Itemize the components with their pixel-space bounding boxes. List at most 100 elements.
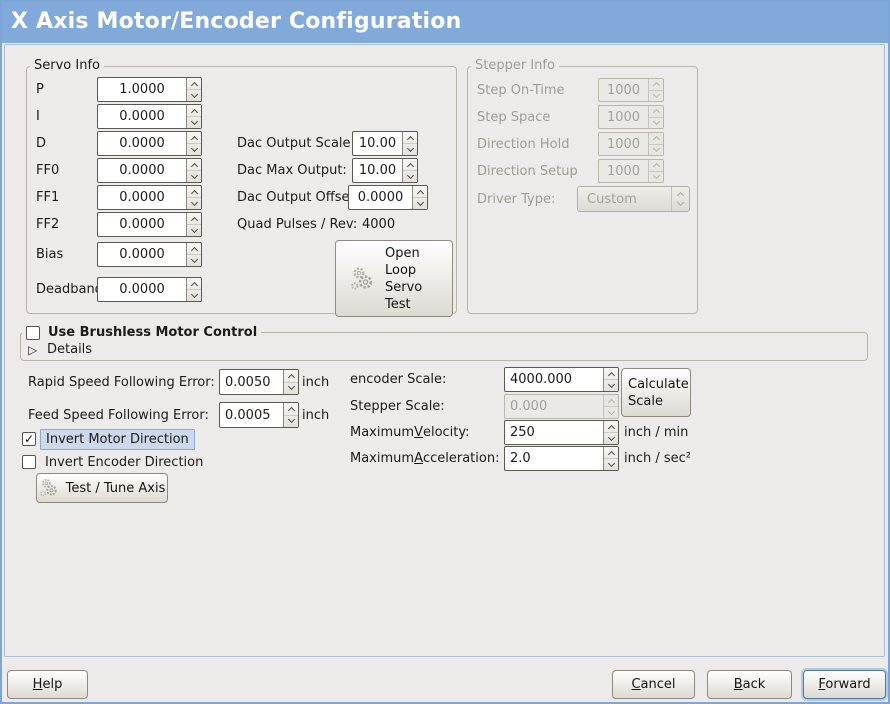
p-input[interactable] xyxy=(98,78,186,101)
deadband-label: Deadband xyxy=(36,282,103,297)
i-spin-down[interactable] xyxy=(187,117,201,128)
dac-output-scale-spin-down[interactable] xyxy=(403,144,417,155)
use-brushless-label: Use Brushless Motor Control xyxy=(48,325,258,340)
maximum-acceleration-spinbox xyxy=(504,446,619,471)
deadband-spin-up[interactable] xyxy=(187,278,201,290)
dac-output-scale-input[interactable] xyxy=(353,132,402,155)
maximum-acceleration-input[interactable] xyxy=(505,447,603,470)
invert-encoder-label[interactable]: Invert Encoder Direction xyxy=(45,455,204,470)
invert-motor-label[interactable]: Invert Motor Direction xyxy=(40,429,195,450)
step-on-time-spin-down xyxy=(649,90,663,102)
bias-spin-down[interactable] xyxy=(187,255,201,266)
step-on-time-input xyxy=(599,79,648,101)
bias-spin-up[interactable] xyxy=(187,243,201,255)
ff0-spin-down[interactable] xyxy=(187,171,201,182)
servo-info-frame xyxy=(26,66,457,314)
dac-output-scale-spinbox xyxy=(352,131,418,156)
rapid-fe-spin-down[interactable] xyxy=(284,383,298,395)
maximum-velocity-spin-up[interactable] xyxy=(604,421,618,433)
quad-pulses-label: Quad Pulses / Rev: xyxy=(237,217,358,232)
d-spin-up[interactable] xyxy=(187,132,201,144)
open-loop-servo-test-button[interactable]: Open Loop Servo Test xyxy=(335,240,453,317)
ff2-input[interactable] xyxy=(98,213,186,236)
invert-encoder-checkbox[interactable] xyxy=(22,455,36,469)
ff1-spin-up[interactable] xyxy=(187,186,201,198)
details-expander-icon[interactable]: ▷ xyxy=(28,343,38,357)
dac-output-offset-spin-up[interactable] xyxy=(413,186,427,198)
maximum-velocity-spin-down[interactable] xyxy=(604,433,618,444)
ff0-spin-up[interactable] xyxy=(187,159,201,171)
encoder-scale-spin-up[interactable] xyxy=(604,368,618,380)
direction-hold-spinbox xyxy=(598,132,664,156)
open-loop-servo-test-label: Open Loop Servo Test xyxy=(385,245,423,312)
maximum-acceleration-spin-up[interactable] xyxy=(604,447,618,459)
maximum-velocity-unit: inch / min xyxy=(624,425,689,440)
dac-output-scale-spin-up[interactable] xyxy=(403,132,417,144)
details-expander-label[interactable]: Details xyxy=(47,342,93,357)
dac-max-output-label: Dac Max Output: xyxy=(237,163,347,178)
ff0-input[interactable] xyxy=(98,159,186,182)
cancel-button[interactable]: Cancel xyxy=(612,670,695,699)
step-space-spin-up xyxy=(649,106,663,118)
feed-following-error-input[interactable] xyxy=(220,403,283,427)
dac-max-output-spinbox xyxy=(352,158,418,183)
deadband-input[interactable] xyxy=(98,278,186,301)
ff1-input[interactable] xyxy=(98,186,186,209)
direction-hold-input xyxy=(599,133,648,155)
dac-max-output-spin-up[interactable] xyxy=(403,159,417,171)
dac-output-offset-input[interactable] xyxy=(349,186,412,209)
stepper-scale-spinbox xyxy=(504,394,619,419)
driver-type-combobox: Custom xyxy=(577,186,690,212)
i-input[interactable] xyxy=(98,105,186,128)
step-on-time-label: Step On-Time xyxy=(477,82,565,98)
feed-fe-spin-up[interactable] xyxy=(284,403,298,416)
maximum-velocity-spinbox xyxy=(504,420,619,445)
step-space-spin-down xyxy=(649,117,663,129)
step-space-input xyxy=(599,106,648,128)
dac-max-output-input[interactable] xyxy=(353,159,402,182)
ff1-spin-down[interactable] xyxy=(187,198,201,209)
forward-button[interactable]: Forward xyxy=(803,670,886,699)
dac-output-offset-spin-down[interactable] xyxy=(413,198,427,209)
help-button[interactable]: Help xyxy=(7,670,88,699)
bias-label: Bias xyxy=(36,247,64,262)
use-brushless-checkbox[interactable] xyxy=(26,326,40,340)
stepper-scale-spin-up xyxy=(604,395,618,407)
servo-info-frame-title: Servo Info xyxy=(30,58,104,74)
ff2-spin-up[interactable] xyxy=(187,213,201,225)
calculate-scale-label: Calculate Scale xyxy=(628,376,689,409)
rapid-following-error-unit: inch xyxy=(302,374,330,390)
deadband-spin-down[interactable] xyxy=(187,290,201,301)
step-space-label: Step Space xyxy=(477,109,551,125)
back-button[interactable]: Back xyxy=(707,670,792,699)
encoder-scale-spin-down[interactable] xyxy=(604,380,618,391)
p-spin-down[interactable] xyxy=(187,90,201,101)
rapid-following-error-input[interactable] xyxy=(220,370,283,394)
invert-motor-checkbox[interactable]: ✓ xyxy=(22,432,36,446)
checkmark-icon: ✓ xyxy=(23,432,35,446)
encoder-scale-input[interactable] xyxy=(505,368,603,391)
direction-hold-label: Direction Hold xyxy=(477,136,570,152)
ff2-spin-down[interactable] xyxy=(187,225,201,236)
feed-fe-spin-down[interactable] xyxy=(284,416,298,428)
maximum-velocity-input[interactable] xyxy=(505,421,603,444)
test-tune-axis-button[interactable]: Test / Tune Axis xyxy=(36,473,168,503)
step-space-spinbox xyxy=(598,105,664,129)
quad-pulses-value: 4000 xyxy=(362,217,396,232)
back-button-label: Back xyxy=(733,677,766,692)
calculate-scale-button[interactable]: Calculate Scale xyxy=(621,368,691,417)
dac-max-output-spin-down[interactable] xyxy=(403,171,417,182)
rapid-fe-spin-up[interactable] xyxy=(284,370,298,383)
maximum-acceleration-spin-down[interactable] xyxy=(604,459,618,470)
d-input[interactable] xyxy=(98,132,186,155)
stepper-info-frame-title: Stepper Info xyxy=(471,58,559,74)
dac-output-scale-label: Dac Output Scale: xyxy=(237,136,355,151)
i-spin-up[interactable] xyxy=(187,105,201,117)
d-spin-down[interactable] xyxy=(187,144,201,155)
p-spin-up[interactable] xyxy=(187,78,201,90)
maximum-acceleration-unit: inch / sec² xyxy=(624,451,692,466)
ff1-spinbox xyxy=(97,185,202,210)
bias-input[interactable] xyxy=(98,243,186,266)
p-spinbox xyxy=(97,77,202,102)
